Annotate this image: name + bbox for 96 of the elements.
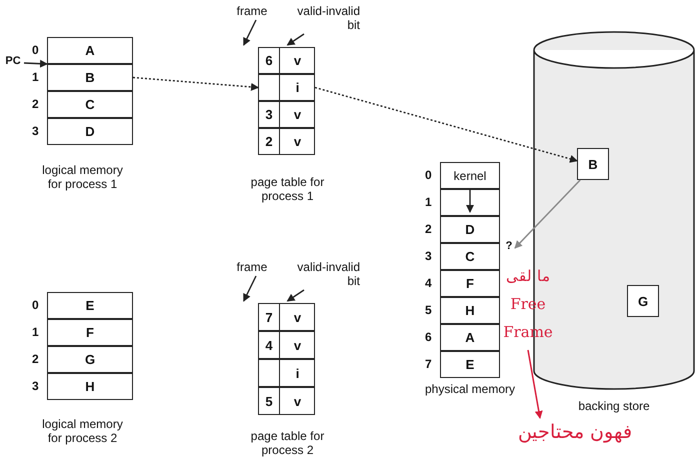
column-label: valid-invalid bit <box>290 4 360 34</box>
arrow <box>24 60 48 68</box>
row-number: 0 <box>425 168 432 182</box>
cell-text: G <box>84 352 96 367</box>
arrow <box>243 20 257 46</box>
memory-cell <box>440 297 500 324</box>
arrow <box>527 350 543 419</box>
column-label: valid-invalid bit <box>290 260 360 290</box>
row-number: 0 <box>32 42 39 56</box>
empty-memory-cell <box>440 189 500 216</box>
valid-bit: v <box>292 134 302 149</box>
cell-text: E <box>86 298 94 313</box>
table-caption: logical memory for process 2 <box>41 417 124 447</box>
memory-cell <box>440 324 500 351</box>
memory-cell <box>47 37 133 64</box>
frame-number: 2 <box>264 134 274 149</box>
table-caption: logical memory for process 1 <box>41 163 124 193</box>
cell-text: B <box>588 156 598 172</box>
text-label: PC <box>2 55 24 71</box>
cell-text: kernel <box>454 168 486 182</box>
cell-text: C <box>465 249 475 264</box>
row-number: 1 <box>425 194 432 208</box>
cell-text: B <box>85 70 95 85</box>
row-number: 2 <box>32 96 39 110</box>
memory-cell <box>47 118 133 145</box>
arrow <box>243 276 257 302</box>
memory-cell <box>627 285 659 317</box>
cell-text: F <box>466 276 474 291</box>
memory-cell <box>258 74 315 101</box>
table-caption: page table for process 1 <box>250 175 326 205</box>
memory-cell <box>258 387 315 415</box>
valid-bit: v <box>292 53 302 68</box>
memory-cell <box>47 64 133 91</box>
cell-text: C <box>85 97 95 112</box>
arrow <box>286 33 304 46</box>
memory-cell <box>258 359 315 387</box>
memory-cell <box>258 331 315 359</box>
arrow <box>314 86 578 163</box>
cell-text: A <box>465 330 475 345</box>
table-caption: page table for process 2 <box>250 429 326 459</box>
valid-bit: v <box>292 338 302 352</box>
cell-text: E <box>466 357 474 372</box>
cell-text: F <box>86 325 94 340</box>
cell-text: G <box>638 294 648 308</box>
memory-cell <box>258 303 315 331</box>
memory-cell <box>47 319 133 346</box>
table-caption: physical memory <box>424 382 516 398</box>
question-mark: ? <box>503 240 515 256</box>
arrow <box>514 179 581 249</box>
column-label: frame <box>232 260 272 276</box>
cell-text: H <box>85 379 95 394</box>
memory-cell <box>440 351 500 378</box>
valid-bit: i <box>294 366 300 380</box>
row-number: 7 <box>425 356 432 370</box>
row-number: 3 <box>425 248 432 262</box>
arrow <box>286 289 304 302</box>
row-number: 1 <box>32 324 39 338</box>
memory-cell <box>577 148 609 180</box>
valid-bit: v <box>292 107 302 122</box>
frame-number: 5 <box>264 394 274 408</box>
memory-cell <box>47 292 133 319</box>
row-number: 5 <box>425 302 432 316</box>
row-number: 2 <box>425 222 432 236</box>
memory-cell <box>47 91 133 118</box>
memory-cell <box>258 47 315 74</box>
row-number: 3 <box>32 378 39 392</box>
memory-cell <box>258 101 315 128</box>
row-number: 4 <box>425 276 432 290</box>
row-number: 6 <box>425 330 432 344</box>
table-caption: backing store <box>577 399 651 413</box>
frame-number: 4 <box>264 338 274 352</box>
memory-cell <box>47 346 133 373</box>
memory-cell <box>47 373 133 400</box>
frame-number: 3 <box>264 107 274 122</box>
memory-cell <box>440 243 500 270</box>
cell-text: D <box>85 124 95 139</box>
cell-text: H <box>465 303 475 318</box>
column-label: frame <box>232 4 272 20</box>
valid-bit: i <box>294 80 300 95</box>
frame-number: 7 <box>264 310 274 324</box>
row-number: 3 <box>32 124 39 138</box>
cell-text: A <box>85 43 95 58</box>
valid-bit: v <box>292 310 302 324</box>
row-number: 0 <box>32 298 39 312</box>
frame-number: 6 <box>264 53 274 68</box>
row-number: 1 <box>32 70 39 84</box>
arrow <box>132 76 259 91</box>
memory-cell <box>440 216 500 243</box>
cell-text: D <box>465 222 475 237</box>
row-number: 2 <box>32 352 39 366</box>
memory-cell <box>258 128 315 155</box>
memory-cell <box>440 270 500 297</box>
arrow <box>466 189 474 213</box>
handwritten-note: فهون محتاجين <box>505 418 645 454</box>
memory-cell <box>440 162 500 189</box>
valid-bit: v <box>292 394 302 408</box>
